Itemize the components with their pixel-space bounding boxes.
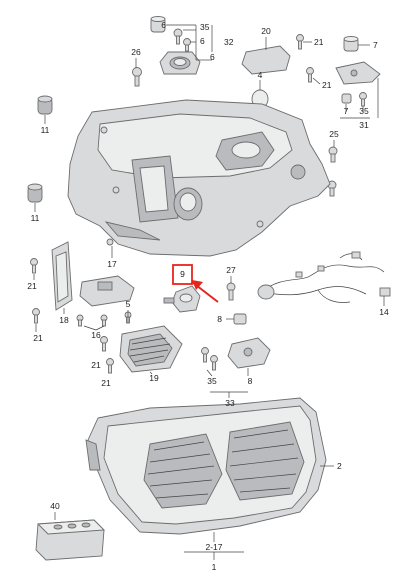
callout-8a: 8 [217,314,222,324]
callout-27: 27 [226,265,236,275]
part-plug-11-upper [37,95,53,115]
callout-35b: 35 [359,106,369,116]
part-bracket-8-lower [227,337,271,369]
callout-14: 14 [379,307,389,317]
part-clips-7-35 [341,92,367,107]
callout-21f: 21 [101,378,111,388]
part-plug-11-lower [27,183,43,203]
callout-17: 17 [107,259,117,269]
part-screw-21-top [296,34,304,50]
part-cover-20 [241,45,291,75]
part-nut-8-upper [233,313,247,325]
part-cap-7 [343,36,359,52]
part-screw-21-mid-a [100,336,108,352]
callout-25: 25 [329,129,339,139]
callout-8b: 8 [248,376,253,386]
part-box-40 [35,519,106,561]
part-screw-25 [328,146,338,163]
part-clips-16 [76,314,108,327]
highlight-part-9 [172,264,219,303]
callout-18: 18 [59,315,69,325]
leader-lines [33,24,385,560]
part-bracket-31 [335,61,381,85]
part-grille-19 [119,325,183,373]
callout-6a: 6 [161,20,166,30]
callout-11b: 11 [31,213,40,223]
part-screw-21-left [30,258,38,274]
callout-26: 26 [131,47,141,57]
callout-11a: 11 [41,125,50,135]
callout-35c: 35 [207,376,217,386]
callout-7a: 7 [373,40,378,50]
part-adjuster-9 [163,285,201,313]
callout-4: 4 [258,70,263,80]
part-bracket-32 [159,51,201,75]
part-screw-21-lower-left [32,308,40,324]
part-screw-27 [226,282,236,301]
part-screws-35-lower [201,347,218,371]
callout-33: 33 [225,398,235,408]
callout-6b: 6 [200,36,205,46]
headlight-housing-rear [67,99,331,257]
part-module-17 [79,275,135,307]
part-screw-21-mid-b [106,358,114,374]
callout-20: 20 [261,26,271,36]
part-cap-6 [150,16,166,33]
callout-2-17: 2-17 [205,542,222,552]
part-screw-26 [132,67,142,87]
headlight-front-lens [85,397,327,535]
callout-7b: 7 [344,106,349,116]
callout-19: 19 [149,373,159,383]
callout-2: 2 [337,461,342,471]
callout-6c: 6 [210,52,215,62]
callout-32: 32 [224,37,234,47]
callout-21c: 21 [27,281,37,291]
callout-31: 31 [359,120,369,130]
callout-1: 1 [212,562,217,572]
part-wiring-harness-14 [257,251,391,303]
part-screw-21-right [306,67,314,83]
part-bracket-18 [51,241,73,311]
callout-9: 9 [180,269,185,279]
callout-21d: 21 [33,333,43,343]
callout-16: 16 [91,330,101,340]
callout-35a: 35 [200,22,210,32]
callout-5: 5 [126,299,131,309]
callout-21e: 21 [91,360,101,370]
callout-21a: 21 [314,37,324,47]
part-screw-35-top [173,28,191,52]
callout-21b: 21 [322,80,332,90]
callout-40: 40 [50,501,60,511]
